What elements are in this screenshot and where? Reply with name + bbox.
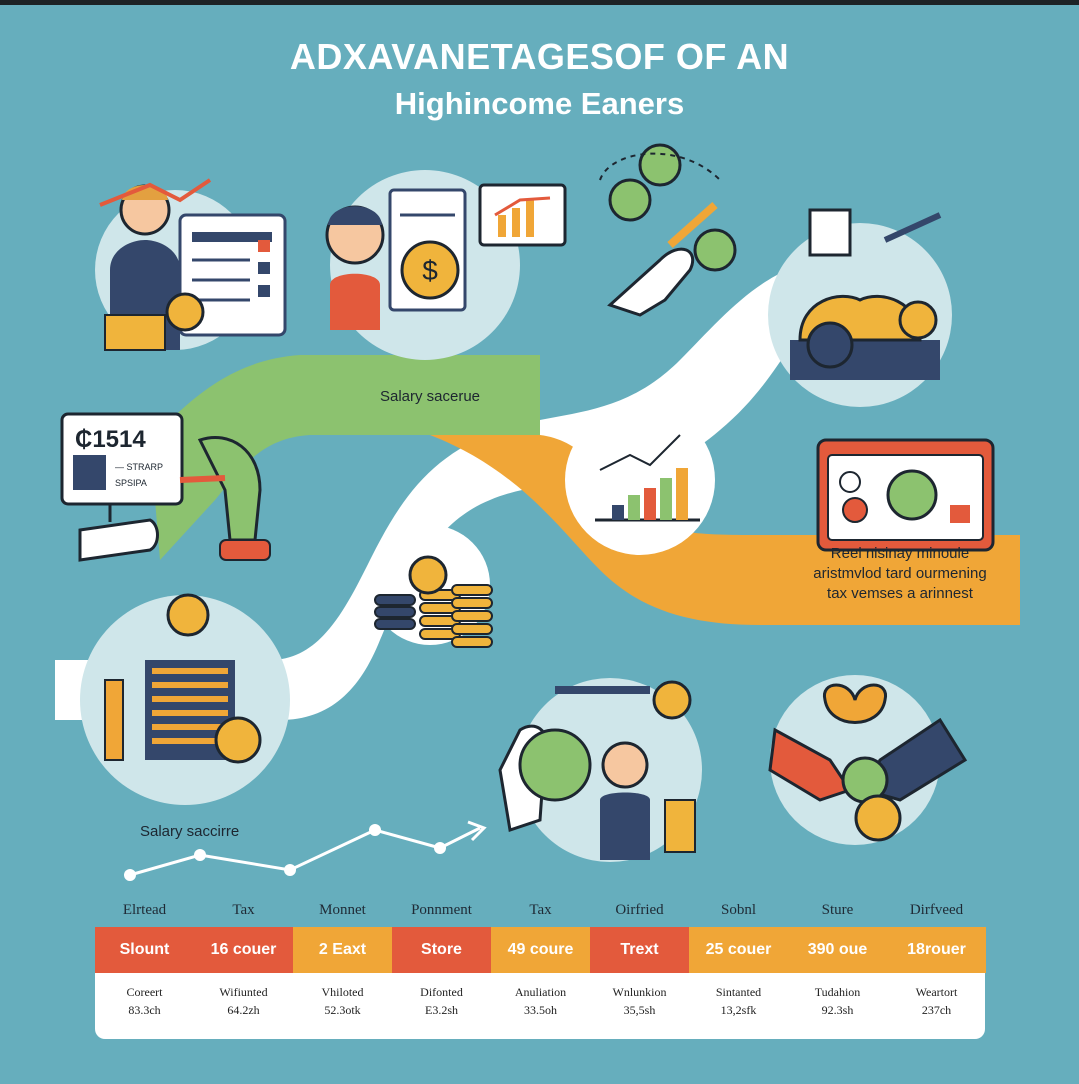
detail-desc: Tudahion xyxy=(814,985,861,999)
detail-desc: Difonted xyxy=(420,985,463,999)
column-header: Elrtead xyxy=(122,902,167,918)
value-box: Store xyxy=(392,927,491,973)
detail-amount: 33.5oh xyxy=(524,1003,557,1017)
white-path xyxy=(55,260,820,720)
green-band xyxy=(150,355,540,560)
detail-amount: 13,2sfk xyxy=(720,1003,757,1017)
salary-lower-label: Salary saccirre xyxy=(140,823,240,840)
detail-desc: Weartort xyxy=(915,985,958,999)
handshake-coins-illustration xyxy=(768,675,968,845)
detail-cell: Tudahion 92.3sh xyxy=(788,983,887,1019)
column-header: Tax xyxy=(232,902,255,918)
column-header: Oirfried xyxy=(615,902,664,918)
value-box: 49 coure xyxy=(491,927,590,973)
value-boxes: Slount 16 couer 2 Eaxt Store 49 coure Tr… xyxy=(95,927,986,973)
servers-illustration xyxy=(80,593,290,805)
column-header: Ponnment xyxy=(411,902,472,918)
value-box: 18rouer xyxy=(887,927,986,973)
check-sign-number: ₵1514 xyxy=(75,426,146,453)
money-bag-illustration xyxy=(768,208,952,407)
hand-coins-illustration xyxy=(599,143,737,317)
title-line-2: Highincome Eaners xyxy=(394,86,685,121)
detail-cell: Wnlunkion 35,5sh xyxy=(590,983,689,1019)
coin-stacks-illustration xyxy=(370,525,493,648)
salary-upper-label: Salary sacerue xyxy=(379,388,481,405)
detail-amount: 64.2zh xyxy=(227,1003,260,1017)
check-sign-line-2: SPSIPA xyxy=(115,478,147,488)
orange-band-text: Reel nisinay minoule aristmvlod tard our… xyxy=(790,544,1010,604)
value-box: 2 Eaxt xyxy=(293,927,392,973)
detail-cell: Anuliation 33.5oh xyxy=(491,983,590,1019)
trend-arrow-icon xyxy=(467,820,487,842)
value-box: 25 couer xyxy=(689,927,788,973)
trend-points xyxy=(124,824,446,881)
idea-person-illustration xyxy=(498,678,702,862)
worker-coin-illustration: $ xyxy=(325,170,567,360)
detail-amount: 35,5sh xyxy=(623,1003,656,1017)
detail-cell: Weartort 237ch xyxy=(887,983,986,1019)
detail-desc: Sintanted xyxy=(715,985,762,999)
value-box: Trext xyxy=(590,927,689,973)
column-header: Tax xyxy=(529,902,552,918)
title-line-1: ADXAVANETAGESOF OF AN xyxy=(289,36,790,77)
detail-cell: Sintanted 13,2sfk xyxy=(689,983,788,1019)
person-laptop-illustration xyxy=(95,178,287,351)
top-bar xyxy=(0,0,1079,5)
detail-amount: 237ch xyxy=(921,1003,952,1017)
bill-card-illustration xyxy=(816,438,995,552)
detail-desc: Coreert xyxy=(126,985,163,999)
detail-cell: Vhiloted 52.3otk xyxy=(293,983,392,1019)
detail-amount: E3.2sh xyxy=(425,1003,458,1017)
orange-band-line-3: tax vemses a arinnest xyxy=(827,585,973,602)
orange-band-line-1: Reel nisinay minoule xyxy=(830,545,970,562)
table-headers: Elrtead Tax Monnet Ponnment Tax Oirfried… xyxy=(95,895,985,925)
details-card: Coreert 83.3ch Wifiunted 64.2zh Vhiloted 52… xyxy=(95,973,985,1039)
column-header: Monnet xyxy=(319,902,366,918)
detail-amount: 52.3otk xyxy=(324,1003,361,1017)
detail-desc: Wifiunted xyxy=(219,985,268,999)
value-box: Slount xyxy=(95,927,194,973)
growth-chart-illustration xyxy=(565,405,715,555)
column-header: Sture xyxy=(821,902,854,918)
detail-cell: Coreert 83.3ch xyxy=(95,983,194,1019)
detail-desc: Wnlunkion xyxy=(612,985,667,999)
detail-amount: 83.3ch xyxy=(128,1003,161,1017)
detail-desc: Vhiloted xyxy=(321,985,364,999)
detail-desc: Anuliation xyxy=(514,985,567,999)
check-sign-line-1: — STRARP xyxy=(115,462,163,472)
value-box: 390 oue xyxy=(788,927,887,973)
value-box: 16 couer xyxy=(194,927,293,973)
detail-amount: 92.3sh xyxy=(821,1003,854,1017)
column-header: Dirfveed xyxy=(909,902,964,918)
check-sign-illustration xyxy=(60,412,271,562)
column-header: Sobnl xyxy=(720,902,756,918)
svg-text:$: $ xyxy=(422,255,438,286)
detail-cell: Wifiunted 64.2zh xyxy=(194,983,293,1019)
trend-line xyxy=(129,826,481,877)
orange-band-line-2: aristmvlod tard ourmening xyxy=(813,565,987,582)
